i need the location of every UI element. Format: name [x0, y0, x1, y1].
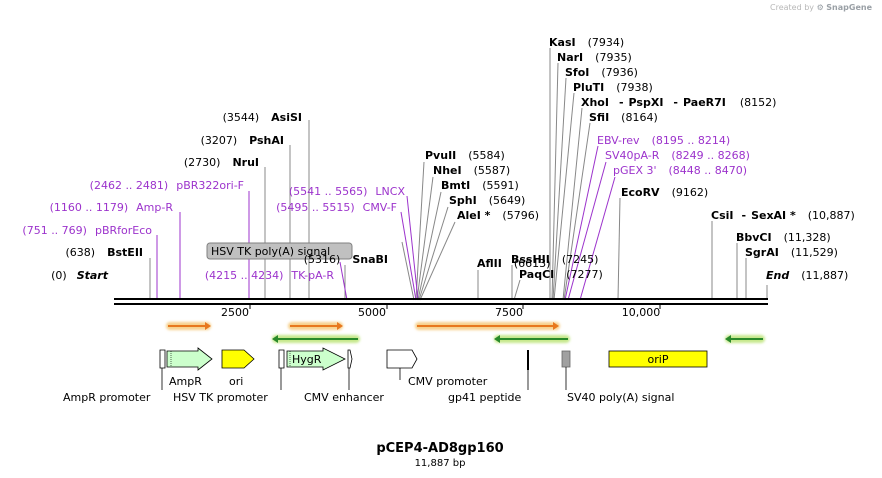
site-label: CsiI-SexAI *(10,887) [711, 209, 855, 222]
site-label: PaqCI(7277) [519, 268, 603, 281]
site-label: SfiI(8164) [589, 111, 658, 124]
ampr-promoter-label: AmpR promoter [63, 391, 151, 404]
site-label: NarI(7935) [557, 51, 632, 64]
site-label: AflII(6613) [477, 257, 550, 270]
sites-right: KasI(7934) NarI(7935) SfoI(7936) PluTI(7… [549, 36, 855, 282]
ruler-label: 2500 [221, 306, 249, 319]
site-label: BbvCI(11,328) [736, 231, 831, 244]
ampr-promoter-feature [159, 349, 166, 369]
primer-label: SV40pA-R(8249 .. 8268) [605, 149, 750, 162]
primer-label: (1160 .. 1179)Amp-R [50, 201, 174, 214]
site-leader-lines [149, 48, 768, 301]
site-label: SfoI(7936) [565, 66, 638, 79]
primer-label: (4215 .. 4234)TK-pA-R [205, 269, 335, 282]
site-label: (638)BstEII [66, 246, 143, 259]
hygr-feature [286, 347, 346, 371]
site-label: KasI(7934) [549, 36, 624, 49]
ruler-label: 10,000 [622, 306, 661, 319]
snapgene-credit: Created by ⚙ SnapGene [770, 3, 872, 12]
cmv-promoter-label: CMV promoter [408, 375, 488, 388]
ruler-label: 5000 [358, 306, 386, 319]
site-label: BmtI(5591) [441, 179, 519, 192]
orf-row [166, 322, 765, 343]
credit-text: Created by [770, 3, 815, 12]
feature-row: HygR oriP AmpR ori AmpR promoter HSV TK … [63, 347, 708, 404]
site-label: XhoI-PspXI-PaeR7I(8152) [581, 96, 776, 109]
ori-feature [221, 349, 255, 369]
primer-label: (5541 .. 5565)LNCX [289, 185, 406, 198]
primer-labels: (2462 .. 2481)pBR322ori-F (1160 .. 1179)… [22, 134, 750, 282]
ruler: 2500 5000 7500 10,000 [221, 304, 661, 319]
sv40-polya-label: SV40 poly(A) signal [567, 391, 674, 404]
site-label: AleI *(5796) [457, 209, 539, 222]
sv40-polya-feature [561, 350, 571, 368]
site-label: NheI(5587) [433, 164, 510, 177]
site-label: BssHII(7245) [511, 253, 598, 266]
cmv-promoter-feature [386, 349, 418, 369]
primer-label: pGEX 3'(8448 .. 8470) [613, 164, 747, 177]
site-label: (5316)SnaBI [304, 253, 388, 266]
primer-leader-lines [156, 145, 616, 301]
site-label: (2730)NruI [184, 156, 259, 169]
site-label: SphI(5649) [449, 194, 525, 207]
sites-middle: PvuII(5584) NheI(5587) BmtI(5591) SphI(5… [425, 149, 603, 281]
cmv-enhancer-label: CMV enhancer [304, 391, 384, 404]
plasmid-name: pCEP4-AD8gp160 [376, 441, 503, 456]
feature-label-leaders [161, 367, 567, 390]
gp41-peptide-label: gp41 peptide [448, 391, 522, 404]
orip-feature [608, 350, 708, 368]
hsv-tk-promoter-label: HSV TK promoter [173, 391, 268, 404]
site-label: (3207)PshAI [201, 134, 284, 147]
site-label: (3544)AsiSI [223, 111, 302, 124]
start-label: (0)Start [51, 269, 109, 282]
primer-label: (2462 .. 2481)pBR322ori-F [90, 179, 244, 192]
plasmid-length: 11,887 bp [415, 458, 466, 469]
primer-label: EBV-rev(8195 .. 8214) [597, 134, 730, 147]
snapgene-logo-icon: ⚙ [816, 3, 824, 12]
primer-label: (5495 .. 5515)CMV-F [276, 201, 397, 214]
hsv-tk-polya-box: HSV TK poly(A) signal [206, 242, 353, 260]
cmv-enhancer-feature [347, 349, 353, 369]
ampr-bottom-label: AmpR [169, 375, 202, 388]
credit-brand: SnapGene [826, 3, 872, 12]
primer-label: (751 .. 769)pBRforEco [22, 224, 152, 237]
ruler-label: 7500 [495, 306, 523, 319]
sites-left: (3544)AsiSI (3207)PshAI (2730)NruI (5316… [51, 111, 388, 282]
hsv-tk-promoter-feature [278, 349, 285, 369]
ampr-feature [166, 347, 213, 371]
hsv-tk-polya-label: HSV TK poly(A) signal [211, 245, 330, 258]
site-label: PluTI(7938) [573, 81, 653, 94]
end-label: End(11,887) [766, 269, 848, 282]
ori-bottom-label: ori [229, 375, 243, 388]
site-label: EcoRV(9162) [621, 186, 708, 199]
site-label: PvuII(5584) [425, 149, 505, 162]
site-label: SgrAI(11,529) [745, 246, 838, 259]
orip-label: oriP [648, 353, 669, 366]
sequence-backbone [114, 298, 768, 305]
hygr-label: HygR [292, 353, 322, 366]
